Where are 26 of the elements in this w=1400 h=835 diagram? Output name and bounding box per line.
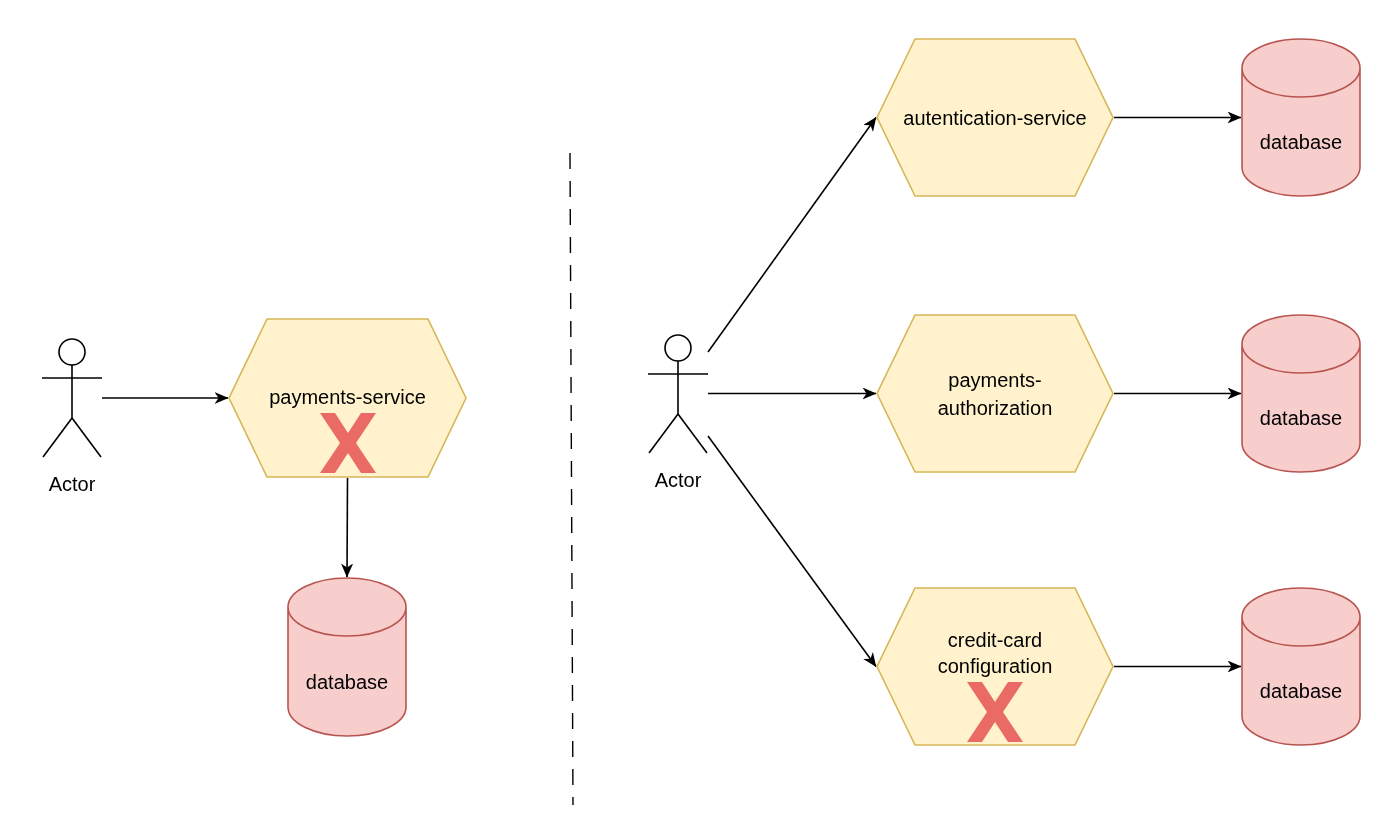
database-cylinder [1241, 314, 1361, 473]
service-label: credit-card configuration [936, 627, 1054, 679]
arrow [707, 435, 877, 668]
database-cylinder [1241, 587, 1361, 746]
database-label: database [1259, 130, 1343, 155]
arrow [341, 477, 354, 578]
service-hexagon [876, 314, 1114, 473]
arrow [1113, 660, 1242, 673]
actor-label: Actor [48, 472, 96, 496]
service-hexagon [876, 38, 1114, 197]
arrow [707, 116, 877, 353]
service-hexagon [876, 587, 1114, 746]
service-label: payments-service [269, 385, 426, 410]
service-hexagon [228, 318, 467, 478]
arrow [1113, 387, 1242, 400]
arrow [101, 392, 229, 404]
database-cylinder [287, 577, 407, 737]
database-cylinder [1241, 38, 1361, 197]
arrow [707, 387, 877, 400]
database-label: database [1259, 679, 1343, 704]
database-label: database [1259, 406, 1343, 431]
service-label: payments-authorization [936, 367, 1054, 421]
service-label: autentication-service [903, 105, 1087, 131]
actor-label: Actor [654, 468, 702, 492]
database-label: database [305, 670, 389, 695]
arrow [1113, 111, 1242, 124]
